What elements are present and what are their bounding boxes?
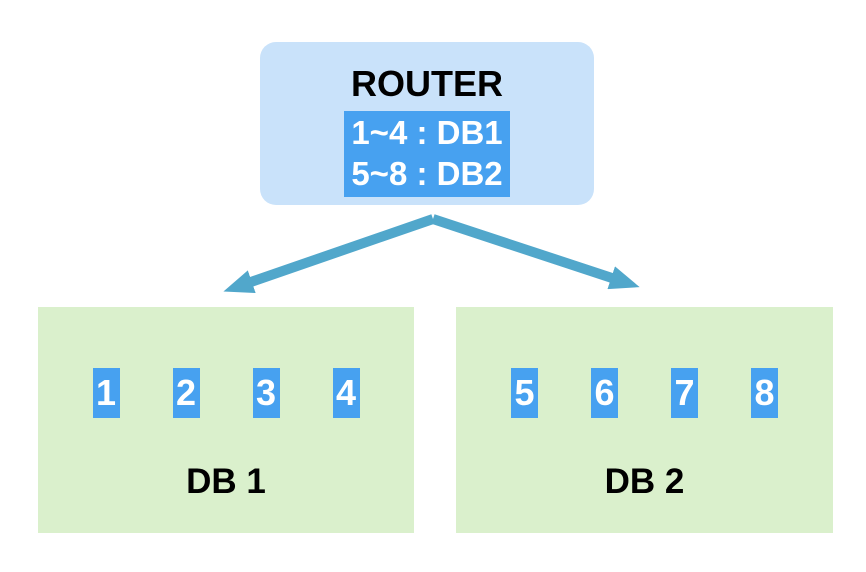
shard-8: 8 (751, 368, 778, 418)
db1-box: 1 2 3 4 DB 1 (38, 307, 414, 533)
shard-5: 5 (511, 368, 538, 418)
router-title: ROUTER (351, 63, 503, 104)
db2-label: DB 2 (604, 462, 685, 501)
shard-6: 6 (591, 368, 618, 418)
arrow-to-db2-icon (431, 214, 640, 290)
db1-label: DB 1 (186, 462, 266, 501)
shard-3: 3 (252, 368, 280, 418)
arrow-to-db1-icon (223, 214, 435, 294)
db2-shards: 5 6 7 8 (456, 368, 833, 418)
shard-7: 7 (671, 368, 698, 418)
shard-4: 4 (332, 368, 360, 418)
routing-rule-db1: 1~4 : DB1 (351, 114, 503, 151)
routing-rule-db2: 5~8 : DB2 (351, 155, 503, 192)
db1-shards: 1 2 3 4 (38, 368, 414, 418)
router-box: ROUTER 1~4 : DB1 5~8 : DB2 (260, 42, 594, 205)
routing-table: 1~4 : DB1 5~8 : DB2 (344, 111, 510, 197)
db2-box: 5 6 7 8 DB 2 (456, 307, 833, 533)
shard-1: 1 (92, 368, 120, 418)
shard-2: 2 (172, 368, 200, 418)
